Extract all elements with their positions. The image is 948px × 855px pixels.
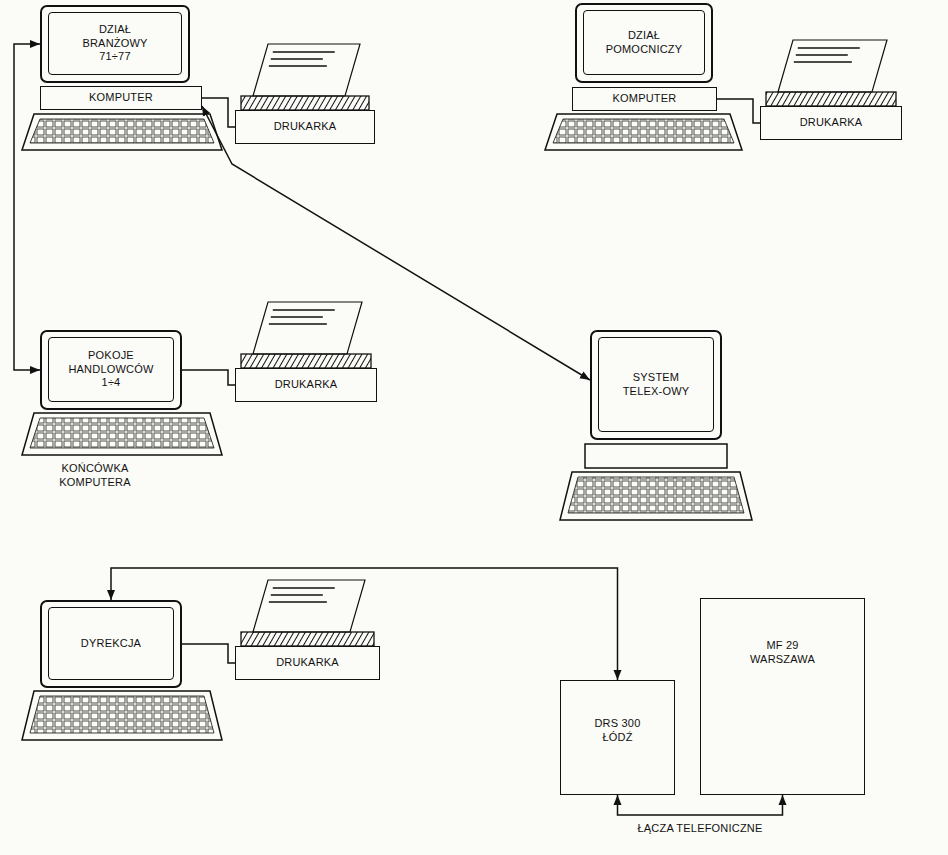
connection-arrow xyxy=(14,44,40,370)
keyboard-outline xyxy=(545,114,742,150)
node-label: POKOJE HANDLOWCÓW 1÷4 xyxy=(68,349,154,390)
printer-feed xyxy=(241,632,374,646)
paper-line xyxy=(269,65,327,66)
paper-line xyxy=(273,51,335,52)
node-label: KOMPUTER xyxy=(613,92,677,106)
paper-line xyxy=(269,323,327,324)
monitor-screen: DZIAŁ BRANŻOWY 71÷77 xyxy=(40,5,190,83)
node-label: DYREKCJA xyxy=(81,637,141,651)
cable-line xyxy=(202,98,235,127)
keyboard-outline xyxy=(560,472,752,520)
monitor-screen: DZIAŁ POMOCNICZY xyxy=(575,3,713,83)
paper-line xyxy=(794,61,852,62)
system-box: MF 29 WARSZAWA xyxy=(700,598,865,795)
printer-box: DRUKARKA xyxy=(760,106,902,140)
paper-sheet xyxy=(253,580,365,632)
node-label: DZIAŁ BRANŻOWY 71÷77 xyxy=(75,23,155,64)
printer-box: DRUKARKA xyxy=(235,646,380,680)
printer-drawing xyxy=(241,44,369,110)
computer-unit: KOMPUTER xyxy=(572,87,717,111)
system-box: DRS 300 ŁÓDŹ xyxy=(560,680,675,795)
monitor-screen: SYSTEM TELEX-OWY xyxy=(590,330,722,440)
node-label: KOMPUTER xyxy=(89,91,153,105)
keyboard-keys xyxy=(568,477,744,513)
cable-line xyxy=(182,370,235,385)
keyboard-outline xyxy=(22,691,222,740)
keyboard-drawing xyxy=(22,114,222,150)
computer-unit-drawing xyxy=(585,444,727,468)
paper-line xyxy=(271,58,323,59)
paper-line xyxy=(273,309,335,310)
printer-box: DRUKARKA xyxy=(235,368,377,402)
cable-line xyxy=(717,99,760,123)
paper-line xyxy=(271,594,323,595)
keyboard-drawing xyxy=(22,413,222,455)
node-label: DRUKARKA xyxy=(274,120,337,134)
paper-sheet xyxy=(253,302,362,354)
node-label: DRUKARKA xyxy=(800,116,863,130)
screen-frame: SYSTEM TELEX-OWY xyxy=(598,337,714,432)
keyboard-keys xyxy=(553,119,734,143)
keyboard-outline xyxy=(22,413,222,455)
node-label: DZIAŁ POMOCNICZY xyxy=(604,29,684,57)
screen-frame: DZIAŁ BRANŻOWY 71÷77 xyxy=(48,12,182,75)
printer-feed xyxy=(241,96,369,110)
screen-frame: DYREKCJA xyxy=(48,607,174,680)
connection-arrow xyxy=(202,106,590,380)
printer-box: DRUKARKA xyxy=(235,110,375,144)
printer-drawing xyxy=(766,40,896,106)
keyboard-keys xyxy=(30,696,214,733)
keyboard-drawing xyxy=(22,691,222,740)
caption-label: KOŃCÓWKA KOMPUTERA xyxy=(40,462,150,490)
computer-unit: KOMPUTER xyxy=(40,86,202,110)
monitor-screen: DYREKCJA xyxy=(40,600,182,688)
connection-arrow xyxy=(618,795,783,815)
paper-line xyxy=(796,54,848,55)
keyboard-keys xyxy=(30,418,214,448)
paper-line xyxy=(273,587,335,588)
paper-line xyxy=(271,316,323,317)
cable-line xyxy=(182,644,235,663)
node-label: MF 29 WARSZAWA xyxy=(743,639,823,667)
keyboard-drawing xyxy=(545,114,742,150)
keyboard-drawing xyxy=(560,472,752,520)
connection-arrow xyxy=(111,568,618,680)
printer-feed xyxy=(766,92,896,106)
node-label: DRUKARKA xyxy=(276,656,339,670)
screen-frame: POKOJE HANDLOWCÓW 1÷4 xyxy=(48,337,174,402)
node-label: DRS 300 ŁÓDŹ xyxy=(587,717,649,745)
node-label: SYSTEM TELEX-OWY xyxy=(616,371,696,399)
node-label: DRUKARKA xyxy=(275,378,338,392)
printer-drawing xyxy=(241,580,374,646)
screen-frame: DZIAŁ POMOCNICZY xyxy=(583,10,705,75)
paper-line xyxy=(269,601,327,602)
monitor-screen: POKOJE HANDLOWCÓW 1÷4 xyxy=(40,330,182,410)
printer-drawing xyxy=(241,302,371,368)
paper-line xyxy=(798,47,860,48)
paper-sheet xyxy=(778,40,887,92)
printer-feed xyxy=(241,354,371,368)
keyboard-outline xyxy=(22,114,222,150)
keyboard-keys xyxy=(30,119,214,143)
paper-sheet xyxy=(253,44,360,96)
connection-label: ŁĄCZA TELEFONICZNE xyxy=(637,822,762,836)
